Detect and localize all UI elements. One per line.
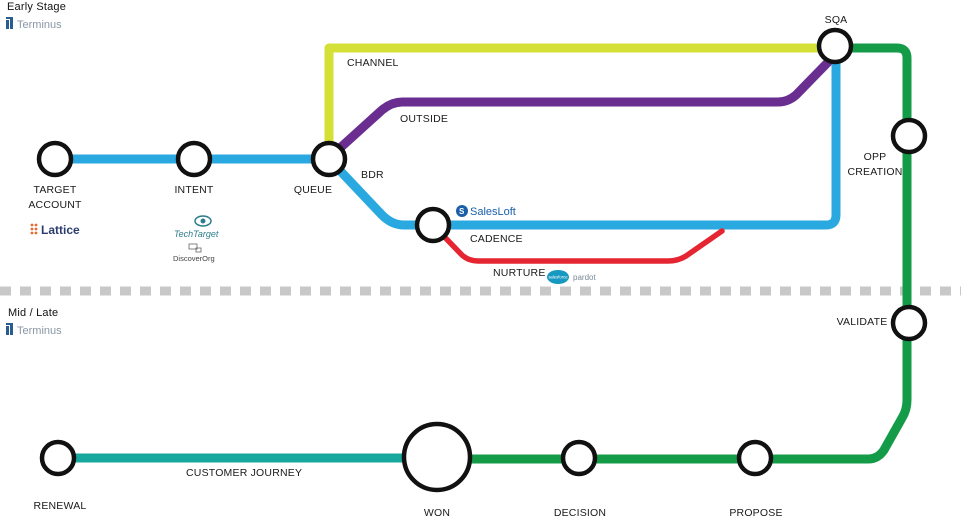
terminus-logo-mid: Terminus: [6, 323, 62, 337]
target-account-label-2: ACCOUNT: [28, 199, 82, 211]
target-account-label-1: TARGET: [33, 184, 76, 196]
station-propose: [736, 439, 774, 477]
station-cadence: [414, 206, 452, 244]
station-decision: [560, 439, 598, 477]
sqa-label: SQA: [825, 14, 848, 26]
terminus-text-top: Terminus: [17, 19, 62, 31]
lattice-logo: Lattice: [30, 223, 80, 237]
discoverorg-logo: DiscoverOrg: [173, 243, 215, 263]
outside-label: OUTSIDE: [400, 113, 448, 125]
propose-label: PROPOSE: [729, 507, 782, 516]
decision-label: DECISION: [554, 507, 606, 516]
won-label: WON: [424, 507, 450, 516]
salesforce-pardot-logo: salesforce pardot: [547, 270, 596, 284]
queue-label: QUEUE: [294, 184, 332, 196]
station-renewal: [39, 439, 77, 477]
techtarget-logo: TechTarget: [174, 215, 219, 239]
cadence-label: CADENCE: [470, 233, 523, 245]
station-validate: [890, 304, 928, 342]
terminus-logo-top: Terminus: [6, 17, 62, 31]
station-sqa: [816, 27, 854, 65]
bdr-label: BDR: [361, 169, 384, 181]
discoverorg-text: DiscoverOrg: [173, 254, 215, 263]
validate-label: VALIDATE: [837, 316, 888, 328]
salesloft-logo: S SalesLoft: [456, 205, 516, 218]
salesforce-text: salesforce: [548, 275, 568, 280]
bdr-line: [55, 48, 841, 230]
green-line: [437, 43, 912, 464]
customer-journey-label: CUSTOMER JOURNEY: [186, 467, 302, 479]
station-target-account: [36, 140, 74, 178]
mid-late-label: Mid / Late: [8, 307, 58, 319]
intent-label: INTENT: [174, 184, 213, 196]
channel-line: [324, 43, 835, 158]
pardot-text: pardot: [573, 273, 596, 282]
techtarget-text: TechTarget: [174, 229, 219, 239]
terminus-text-mid: Terminus: [17, 325, 62, 337]
nurture-line: [430, 222, 725, 264]
opp-creation-label-1: OPP: [864, 151, 887, 163]
renewal-label: RENEWAL: [34, 500, 87, 512]
station-opp-creation: [890, 117, 928, 155]
channel-label: CHANNEL: [347, 57, 399, 69]
salesloft-text: SalesLoft: [470, 206, 516, 218]
station-queue: [310, 140, 348, 178]
outside-line: [324, 50, 840, 163]
nurture-label: NURTURE: [493, 267, 546, 279]
svg-text:S: S: [459, 207, 465, 216]
early-stage-label: Early Stage: [7, 1, 66, 13]
lattice-text: Lattice: [41, 223, 80, 237]
station-won: [401, 421, 473, 493]
station-intent: [175, 140, 213, 178]
opp-creation-label-2: CREATION: [847, 166, 902, 178]
